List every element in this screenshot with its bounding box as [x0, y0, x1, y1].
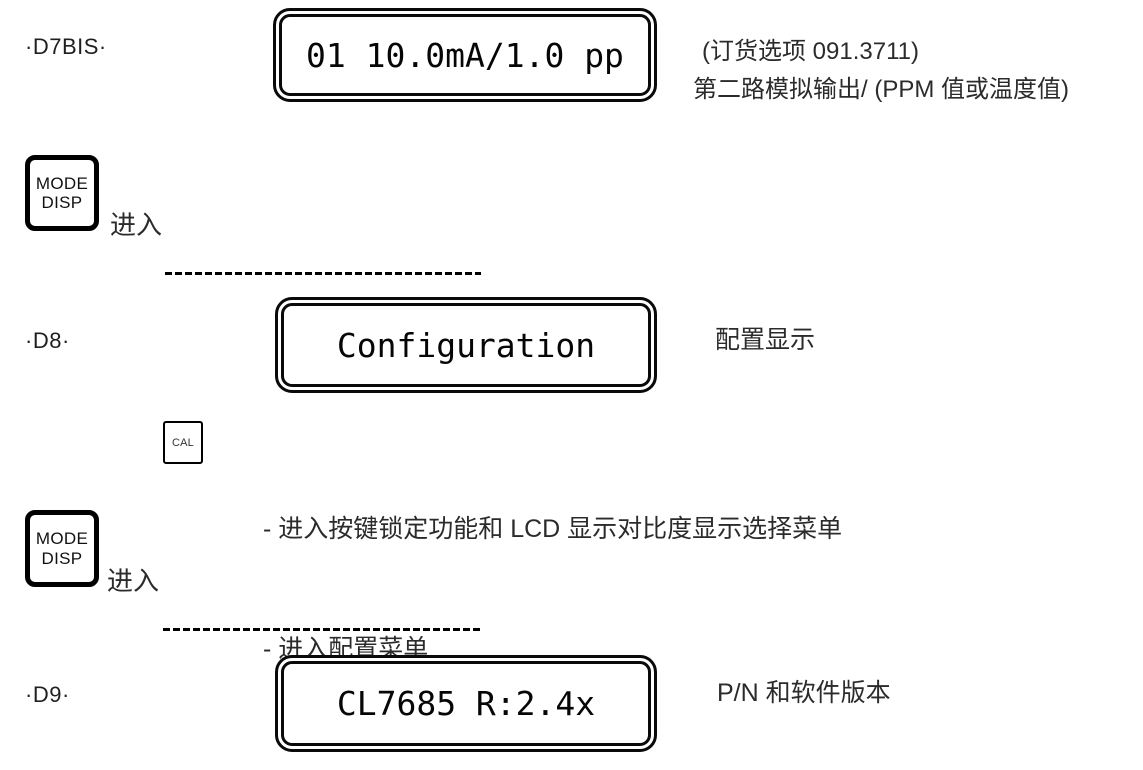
mode-disp-key-label-top: MODE — [35, 529, 89, 549]
step-label-d9: ·D9· — [25, 682, 70, 707]
mode-disp-key: MODE DISP — [25, 510, 99, 587]
cal-key: CAL — [163, 421, 203, 464]
cal-bullet-line: - 进入按键锁定功能和 LCD 显示对比度显示选择菜单 — [263, 515, 843, 543]
step-label-d8: ·D8· — [25, 328, 70, 353]
enter-action-label: 进入 — [110, 210, 163, 240]
note-order-option: (订货选项 091.3711) — [702, 38, 919, 65]
mode-disp-key-label-top: MODE — [35, 173, 89, 193]
dashed-divider — [163, 628, 480, 631]
lcd-display-d7bis: 01 10.0mA/1.0 pp — [273, 8, 657, 102]
mode-disp-key-label-bottom: DISP — [41, 548, 83, 568]
lcd-display-d8: Configuration — [275, 297, 657, 393]
lcd-display-d9: CL7685 R:2.4x — [275, 655, 657, 752]
lcd-display-text: 01 10.0mA/1.0 pp — [306, 35, 624, 75]
mode-disp-key: MODE DISP — [25, 155, 99, 231]
lcd-display-frame: 01 10.0mA/1.0 pp — [279, 14, 651, 96]
note-configuration-display: 配置显示 — [715, 326, 816, 354]
enter-action-label: 进入 — [107, 566, 160, 596]
lcd-display-text: Configuration — [336, 325, 596, 365]
lcd-display-frame: Configuration — [281, 303, 651, 387]
lcd-display-text: CL7685 R:2.4x — [336, 684, 596, 723]
dashed-divider — [165, 272, 481, 275]
note-second-analog-output: 第二路模拟输出/ (PPM 值或温度值) — [693, 76, 1069, 103]
mode-disp-key-label-bottom: DISP — [41, 193, 83, 212]
note-pn-software-version: P/N 和软件版本 — [717, 679, 891, 707]
lcd-display-frame: CL7685 R:2.4x — [281, 661, 651, 746]
step-label-d7bis: ·D7BIS· — [25, 34, 107, 59]
